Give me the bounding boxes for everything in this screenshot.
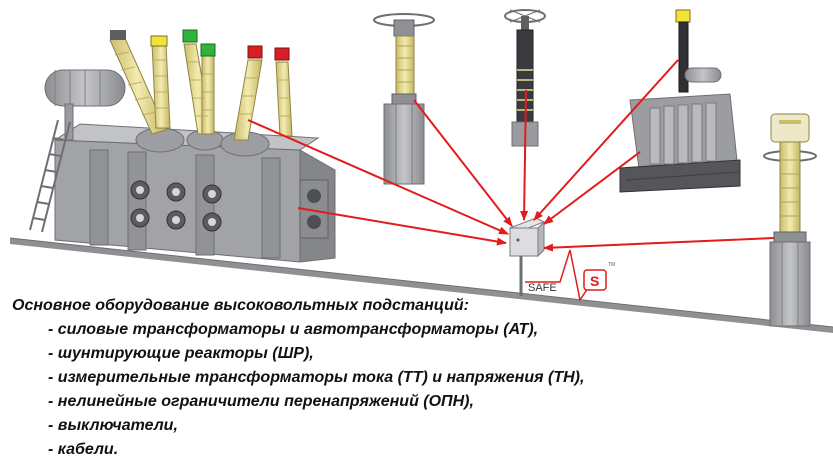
arrow-from-reactor-body bbox=[543, 151, 641, 225]
logo-trademark: TM bbox=[608, 262, 615, 268]
arrow-from-transformer-side bbox=[297, 207, 507, 246]
arrow-from-cable-termination bbox=[543, 237, 775, 252]
cable-termination-icon bbox=[763, 113, 817, 327]
logo-text-left: SAFE bbox=[528, 282, 557, 294]
equipment-list: - силовые трансформаторы и автотрансформ… bbox=[12, 318, 822, 462]
arrow-from-current-transformer bbox=[413, 99, 513, 227]
current-transformer-icon bbox=[373, 13, 435, 185]
list-item: - нелинейные ограничители перенапряжений… bbox=[48, 393, 474, 410]
logo-text-right: S bbox=[590, 273, 599, 289]
shunt-reactor-icon bbox=[619, 9, 741, 193]
equipment-caption: Основное оборудование высоковольтных под… bbox=[12, 294, 822, 462]
signal-arrows bbox=[247, 59, 775, 252]
list-item: - измерительные трансформаторы тока (ТТ)… bbox=[48, 369, 585, 386]
arrow-from-reactor bbox=[533, 59, 679, 221]
safes-logo: SAFE S TM bbox=[525, 249, 615, 302]
list-item: - кабели. bbox=[48, 441, 119, 458]
ground-plane bbox=[9, 237, 833, 333]
list-item: - выключатели, bbox=[48, 417, 178, 434]
power-transformer-icon bbox=[29, 29, 336, 263]
list-item: - силовые трансформаторы и автотрансформ… bbox=[48, 321, 539, 338]
arrow-from-transformer-top bbox=[247, 119, 509, 235]
arrow-from-surge-arrester bbox=[520, 89, 529, 221]
caption-title: Основное оборудование высоковольтных под… bbox=[12, 297, 469, 314]
list-item: - шунтирующие реакторы (ШР), bbox=[48, 345, 314, 362]
